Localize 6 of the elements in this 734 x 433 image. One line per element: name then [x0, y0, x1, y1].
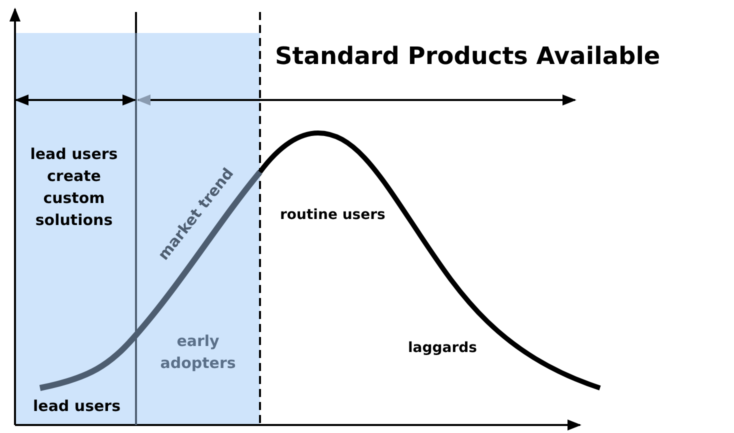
- segment-label: early adopters: [159, 331, 237, 374]
- segment-label: laggards: [408, 340, 477, 356]
- segment-label: routine users: [280, 207, 386, 223]
- segment-label: lead users: [33, 397, 121, 415]
- region-label: lead users create custom solutions: [29, 144, 119, 231]
- heading: Standard Products Available: [275, 42, 660, 70]
